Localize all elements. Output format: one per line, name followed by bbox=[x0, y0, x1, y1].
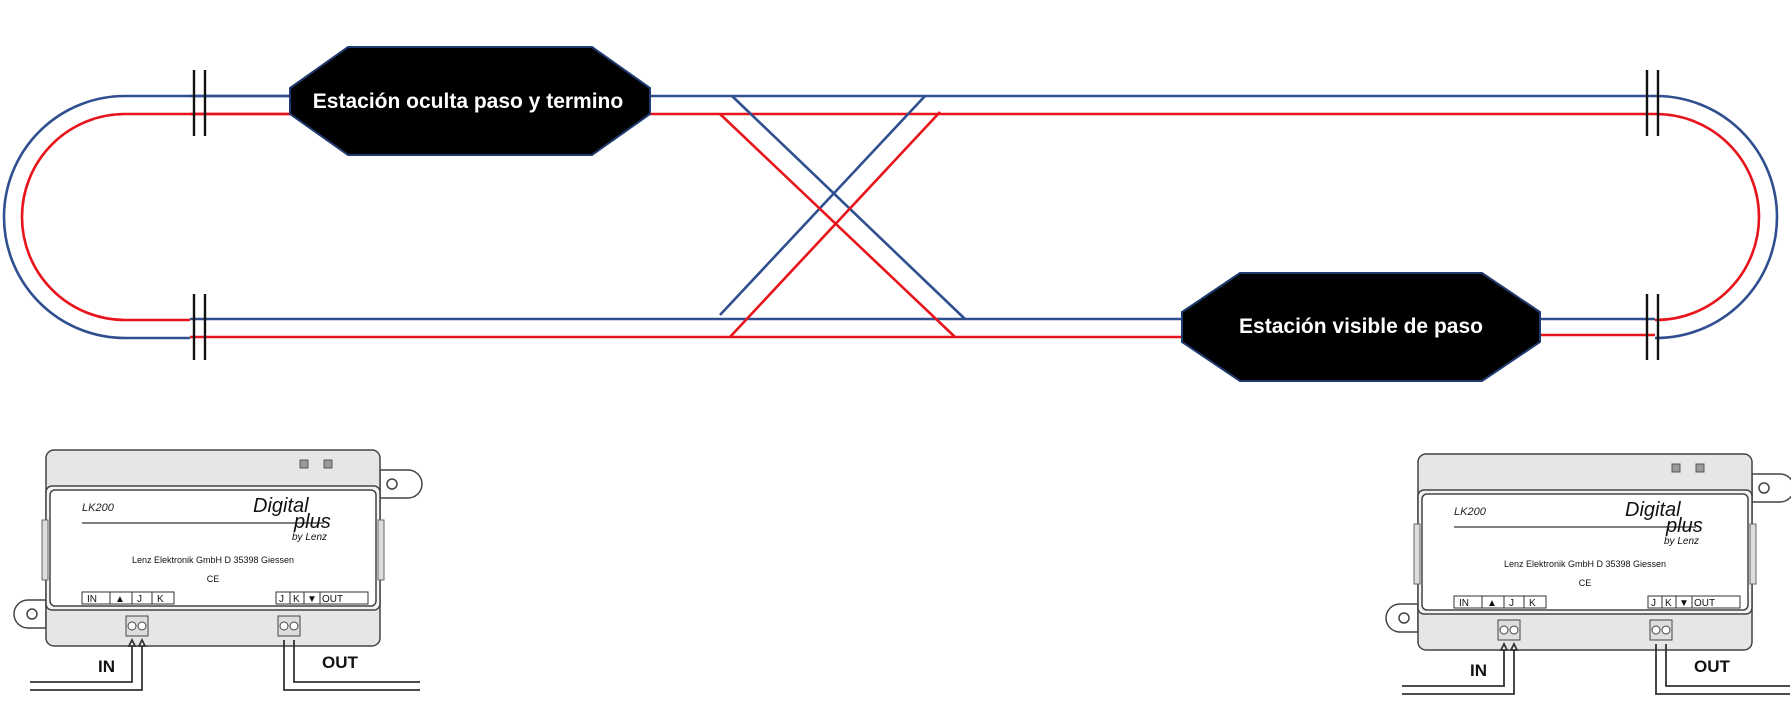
module-model: LK200 bbox=[82, 502, 115, 514]
crossover-blue-2 bbox=[719, 95, 926, 316]
module-model: LK200 bbox=[1454, 506, 1487, 518]
brand-by-lenz: by Lenz bbox=[1664, 536, 1699, 547]
brand-plus: plus bbox=[293, 511, 331, 533]
svg-text:J: J bbox=[279, 594, 284, 605]
maker-line: Lenz Elektronik GmbH D 35398 Giessen bbox=[132, 555, 294, 565]
wire-label-out: OUT bbox=[322, 653, 359, 672]
wires bbox=[1402, 641, 1790, 695]
insulated-joints bbox=[192, 70, 1660, 360]
wire-label-in: IN bbox=[1470, 661, 1487, 680]
svg-text:K: K bbox=[1665, 598, 1672, 609]
station-hidden-label: Estación oculta paso y termino bbox=[313, 90, 623, 113]
gap-bottom-left bbox=[192, 294, 207, 360]
svg-text:▲: ▲ bbox=[115, 594, 125, 605]
brand-digital: Digital bbox=[1625, 499, 1681, 521]
gap-bottom-right bbox=[1645, 294, 1660, 360]
svg-text:J: J bbox=[1651, 598, 1656, 609]
svg-text:▼: ▼ bbox=[307, 594, 317, 605]
maker-line: Lenz Elektronik GmbH D 35398 Giessen bbox=[1504, 559, 1666, 569]
terminal-legend-out: J K ▼ OUT bbox=[1647, 595, 1741, 609]
station-visible-label: Estación visible de paso bbox=[1239, 315, 1483, 338]
left-loop-blue-rail bbox=[2, 94, 290, 340]
svg-text:IN: IN bbox=[1459, 598, 1469, 609]
gap-top-left bbox=[192, 70, 207, 136]
lk200-module-left: LK200 Digital plus by Lenz Lenz Elektron… bbox=[13, 449, 423, 691]
wires bbox=[30, 637, 420, 691]
crossover-red-1 bbox=[719, 113, 956, 338]
terminal-legend-in: IN ▲ J K bbox=[1453, 595, 1547, 609]
screw-terminal-out bbox=[277, 615, 301, 637]
gap-top-right bbox=[1645, 70, 1660, 136]
bottom-red-rail bbox=[190, 333, 1655, 339]
svg-text:J: J bbox=[1509, 598, 1514, 609]
svg-text:▲: ▲ bbox=[1487, 598, 1497, 609]
screw-terminal-out bbox=[1649, 619, 1673, 641]
svg-text:OUT: OUT bbox=[322, 594, 343, 605]
svg-text:J: J bbox=[137, 594, 142, 605]
lk200-module-right: LK200 Digital plus by Lenz Lenz Elektron… bbox=[1385, 453, 1791, 695]
brand-plus: plus bbox=[1665, 515, 1703, 537]
svg-text:K: K bbox=[1529, 598, 1536, 609]
svg-text:OUT: OUT bbox=[1694, 598, 1715, 609]
track-rails bbox=[2, 94, 1779, 340]
svg-text:K: K bbox=[157, 594, 164, 605]
left-loop-red-rail bbox=[20, 112, 290, 322]
ce-mark: CE bbox=[207, 574, 220, 584]
wire-label-out: OUT bbox=[1694, 657, 1731, 676]
terminal-legend-in: IN ▲ J K bbox=[81, 591, 175, 605]
crossover-blue-1 bbox=[731, 95, 966, 320]
crossover-red-2 bbox=[729, 111, 941, 338]
brand-by-lenz: by Lenz bbox=[292, 532, 327, 543]
svg-text:K: K bbox=[293, 594, 300, 605]
wire-label-in: IN bbox=[98, 657, 115, 676]
svg-text:▼: ▼ bbox=[1679, 598, 1689, 609]
svg-text:IN: IN bbox=[87, 594, 97, 605]
terminal-legend-out: J K ▼ OUT bbox=[275, 591, 369, 605]
screw-terminal-in bbox=[125, 615, 149, 637]
brand-digital: Digital bbox=[253, 495, 309, 517]
right-loop-red-rail bbox=[1655, 112, 1761, 322]
right-loop-blue-rail bbox=[1655, 94, 1779, 340]
ce-mark: CE bbox=[1579, 578, 1592, 588]
station-hidden: Estación oculta paso y termino bbox=[289, 46, 651, 156]
screw-terminal-in bbox=[1497, 619, 1521, 641]
station-visible: Estación visible de paso bbox=[1181, 272, 1541, 382]
